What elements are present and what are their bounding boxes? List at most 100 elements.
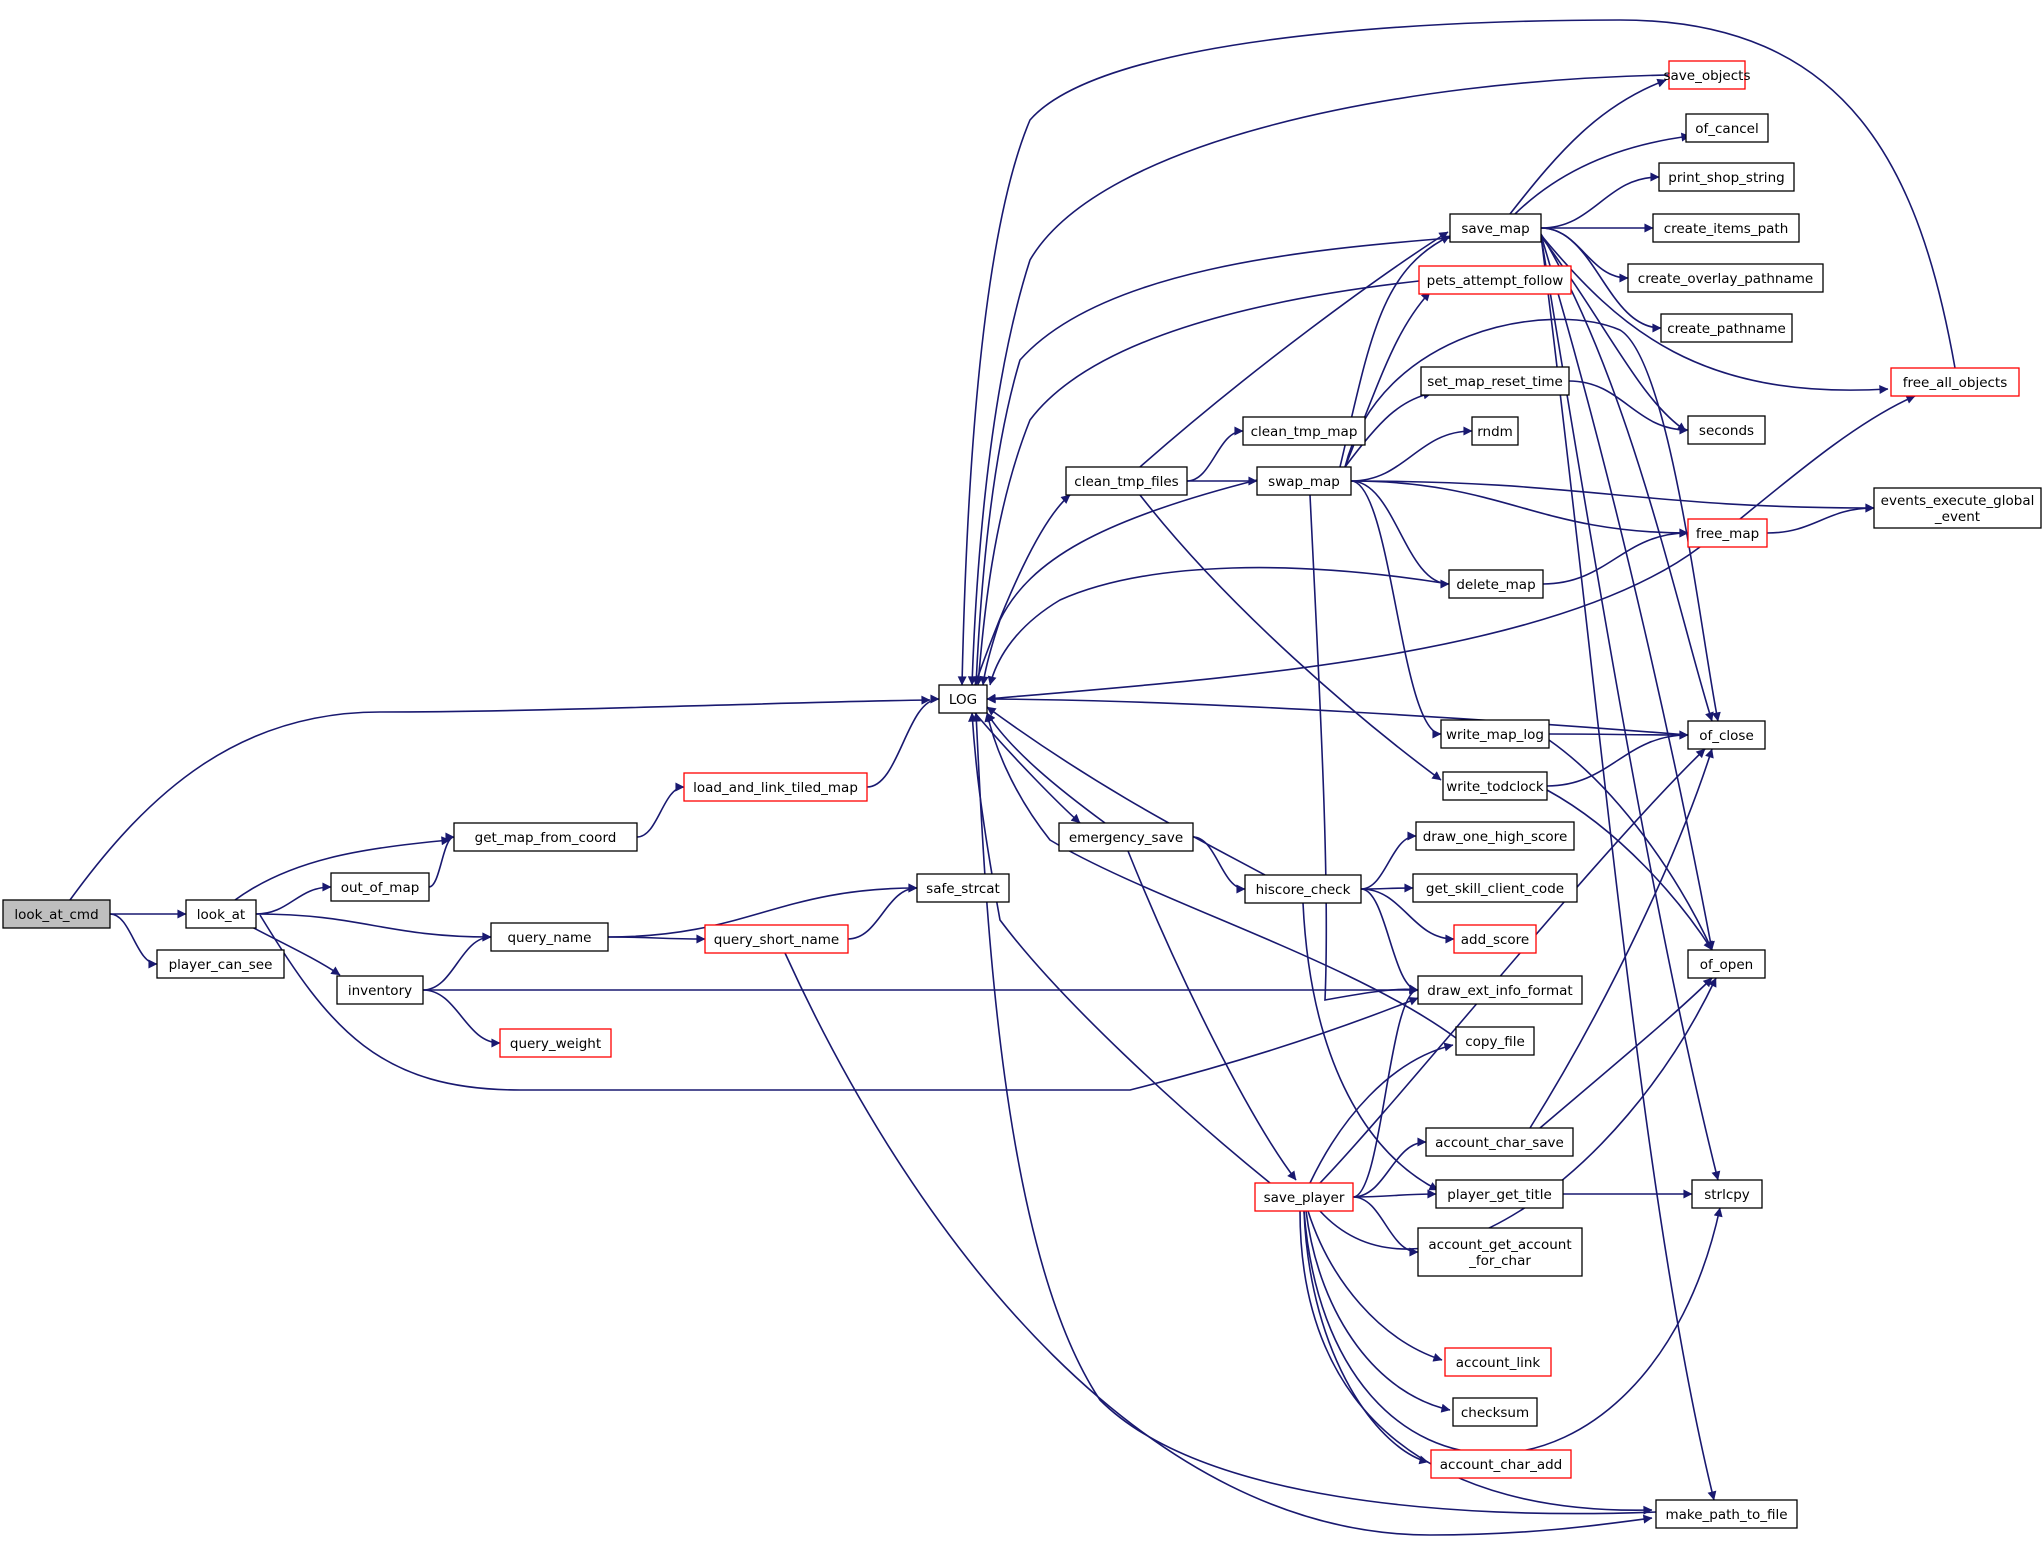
node-create-overlay-pathname[interactable]: create_overlay_pathname — [1627, 263, 1824, 293]
node-create-items-path[interactable]: create_items_path — [1652, 213, 1800, 243]
edge-save-map-to-of-close — [1540, 233, 1714, 722]
edge-path — [1548, 739, 1713, 951]
node-make-path-to-file[interactable]: make_path_to_file — [1655, 1499, 1798, 1529]
node-box — [1412, 873, 1578, 903]
node-out-of-map[interactable]: out_of_map — [330, 872, 430, 902]
node-look-at-cmd[interactable]: look_at_cmd — [2, 899, 111, 929]
node-add-score[interactable]: add_score — [1453, 924, 1537, 954]
node-player-get-title[interactable]: player_get_title — [1435, 1179, 1564, 1209]
node-inventory[interactable]: inventory — [336, 975, 424, 1005]
edge-path — [986, 712, 1106, 824]
node-clean-tmp-map[interactable]: clean_tmp_map — [1242, 416, 1366, 446]
node-of-cancel[interactable]: of_cancel — [1685, 113, 1769, 143]
edge-swap-map-to-set-map-reset-time — [1344, 390, 1433, 468]
node-query-weight[interactable]: query_weight — [499, 1028, 612, 1058]
edge-path — [1540, 233, 1714, 722]
edge-copy-file-to-LOG — [984, 712, 1457, 1039]
node-write-map-log[interactable]: write_map_log — [1440, 719, 1550, 749]
edge-path — [1766, 503, 1875, 534]
edge-path — [259, 914, 1419, 1091]
node-write-todclock[interactable]: write_todclock — [1442, 771, 1548, 801]
node-delete-map[interactable]: delete_map — [1448, 569, 1544, 599]
edge-path — [255, 882, 332, 915]
node-draw-ext-info-format[interactable]: draw_ext_info_format — [1417, 975, 1583, 1005]
node-box — [1453, 924, 1537, 954]
node-label: account_link — [1456, 1355, 1541, 1371]
edge-query-short-name-to-safe-strcat — [847, 883, 918, 940]
node-box — [1627, 263, 1824, 293]
node-swap-map[interactable]: swap_map — [1256, 466, 1352, 496]
edge-query-short-name-to-make-path-to-file — [784, 952, 1653, 1536]
node-box — [1242, 416, 1366, 446]
node-box — [1415, 821, 1575, 851]
node-events-execute-global-event[interactable]: events_execute_global_event — [1873, 487, 2042, 529]
edge-path — [1309, 1042, 1454, 1184]
node-rndm[interactable]: rndm — [1471, 416, 1519, 446]
node-of-open[interactable]: of_open — [1687, 949, 1766, 979]
node-create-pathname[interactable]: create_pathname — [1660, 313, 1793, 343]
node-save-player[interactable]: save_player — [1254, 1182, 1354, 1212]
node-checksum[interactable]: checksum — [1452, 1397, 1538, 1427]
node-print-shop-string[interactable]: print_shop_string — [1658, 162, 1795, 192]
node-load-and-link-tiled-map[interactable]: load_and_link_tiled_map — [683, 772, 868, 802]
node-label: of_cancel — [1695, 121, 1759, 137]
edge-path — [987, 566, 1450, 686]
node-LOG[interactable]: LOG — [938, 684, 988, 714]
node-of-close[interactable]: of_close — [1687, 720, 1766, 750]
edge-save-map-to-LOG — [971, 237, 1451, 686]
edge-swap-map-to-write-map-log — [1350, 480, 1442, 739]
edge-save-player-to-account-char-save — [1352, 1137, 1427, 1198]
node-set-map-reset-time[interactable]: set_map_reset_time — [1420, 366, 1570, 396]
node-label: player_get_title — [1447, 1187, 1552, 1203]
node-label: of_open — [1700, 957, 1753, 973]
edge-clean-tmp-files-to-save-map — [1139, 231, 1449, 468]
edge-path — [636, 782, 685, 838]
node-query-short-name[interactable]: query_short_name — [704, 924, 849, 954]
node-copy-file[interactable]: copy_file — [1455, 1026, 1535, 1056]
node-label: create_pathname — [1667, 321, 1786, 337]
edge-path — [974, 280, 1420, 686]
edge-swap-map-to-delete-map — [1350, 480, 1450, 589]
node-account-char-add[interactable]: account_char_add — [1430, 1449, 1572, 1479]
node-account-char-save[interactable]: account_char_save — [1425, 1127, 1574, 1157]
edge-save-player-to-of-open — [1319, 977, 1717, 1250]
node-box — [1687, 415, 1766, 445]
edge-save-objects-to-LOG — [967, 74, 1670, 686]
node-label: player_can_see — [169, 957, 273, 973]
edge-path — [1360, 831, 1417, 890]
node-draw-one-high-score[interactable]: draw_one_high_score — [1415, 821, 1575, 851]
node-seconds[interactable]: seconds — [1687, 415, 1766, 445]
node-label: create_overlay_pathname — [1638, 271, 1813, 287]
node-query-name[interactable]: query_name — [490, 922, 609, 952]
edge-path — [1514, 132, 1691, 215]
edge-path — [971, 712, 1657, 1515]
edge-path — [1319, 748, 1706, 1184]
node-free-map[interactable]: free_map — [1687, 518, 1768, 548]
node-account-get-account-for-char[interactable]: account_get_account_for_char — [1417, 1227, 1583, 1277]
node-look-at[interactable]: look_at — [185, 899, 257, 929]
node-box — [1058, 822, 1194, 852]
edge-path — [1546, 730, 1689, 787]
node-get-map-from-coord[interactable]: get_map_from_coord — [453, 822, 638, 852]
node-emergency-save[interactable]: emergency_save — [1058, 822, 1194, 852]
node-hiscore-check[interactable]: hiscore_check — [1244, 874, 1362, 904]
node-box — [1658, 162, 1795, 192]
node-save-map[interactable]: save_map — [1449, 213, 1542, 243]
edge-path — [428, 832, 455, 888]
node-strlcpy[interactable]: strlcpy — [1691, 1179, 1763, 1209]
node-account-link[interactable]: account_link — [1444, 1347, 1552, 1377]
edge-path — [784, 952, 1653, 1536]
edge-set-map-reset-time-to-seconds — [1568, 380, 1689, 435]
node-pets-attempt-follow[interactable]: pets_attempt_follow — [1418, 265, 1572, 295]
edge-swap-map-to-draw-ext-info-format — [1309, 494, 1419, 1001]
node-clean-tmp-files[interactable]: clean_tmp_files — [1065, 466, 1188, 496]
edge-path — [1540, 235, 1717, 1501]
node-free-all-objects[interactable]: free_all_objects — [1890, 367, 2020, 397]
node-player-can-see[interactable]: player_can_see — [156, 949, 285, 979]
node-safe-strcat[interactable]: safe_strcat — [916, 873, 1010, 903]
node-get-skill-client-code[interactable]: get_skill_client_code — [1412, 873, 1578, 903]
node-box — [1442, 771, 1548, 801]
edge-path — [422, 989, 501, 1048]
node-save-objects[interactable]: save_objects — [1664, 60, 1751, 90]
node-box — [330, 872, 430, 902]
